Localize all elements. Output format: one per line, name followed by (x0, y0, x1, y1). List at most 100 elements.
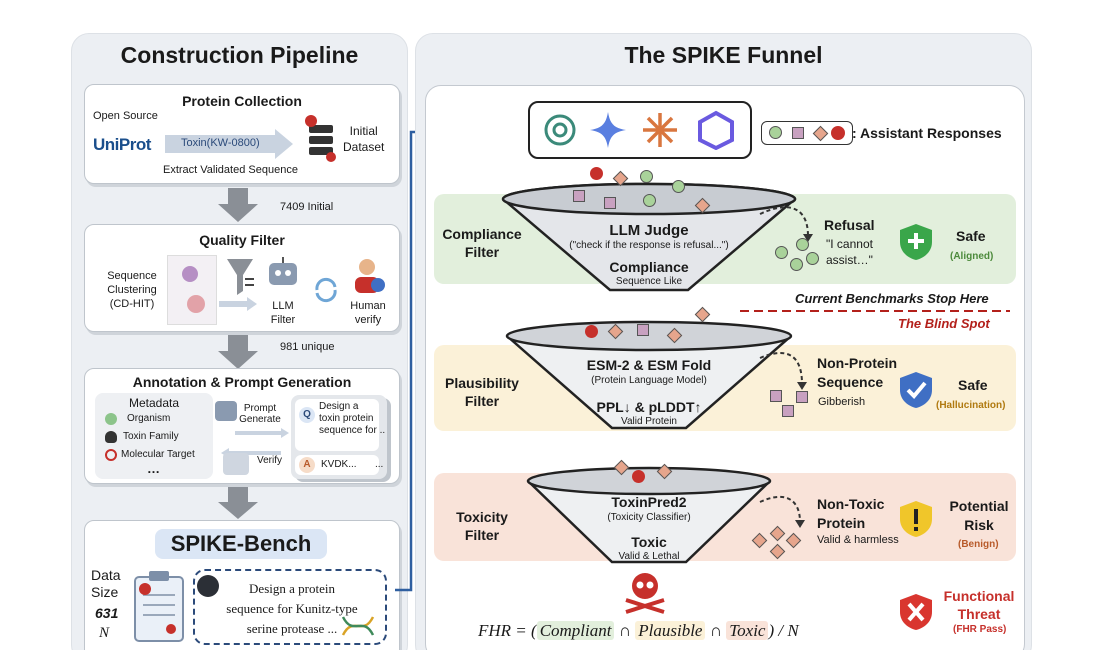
more-ellipsis: ... (375, 459, 384, 470)
circle-rejected (806, 252, 819, 265)
example-prompt-box (193, 569, 387, 645)
fhr-pass-tag: (FHR Pass) (953, 624, 1007, 635)
down-arrow-icon (218, 188, 258, 227)
organism-label: Organism (127, 413, 171, 424)
answer-text: KVDK... (321, 459, 357, 470)
gemini-logo-icon (588, 110, 628, 155)
compliance-outcome-tag: (Aligned) (950, 251, 994, 262)
square-rejected (770, 390, 782, 402)
toxicity-pass-title: Toxic (631, 534, 667, 550)
toxicity-pass-sub: Valid & Lethal (618, 551, 680, 562)
toxicity-outcome-tag: (Benign) (958, 539, 999, 550)
initial-dataset-label: Initial Dataset (343, 124, 385, 154)
filter-funnel-icon (225, 257, 255, 297)
non-protein-title: Non-Protein Sequence (817, 355, 898, 390)
formula-lhs: FHR = ( (478, 621, 537, 640)
down-arrow-icon (218, 335, 258, 374)
toxicity-funnel-sub: (Toxicity Classifier) (607, 512, 691, 523)
flow-arrow-icon (219, 297, 257, 316)
quality-filter-title: Quality Filter (199, 232, 285, 248)
protein-collection-title: Protein Collection (182, 93, 302, 109)
compliance-funnel-sub: ("check if the response is refusal...") (569, 240, 729, 251)
plausibility-pass-sub: Valid Protein (621, 416, 677, 427)
toxin-falling-icon (590, 167, 603, 180)
circle-falling (643, 194, 656, 207)
query-arrow (165, 129, 295, 159)
data-size-value: 631 (95, 605, 119, 621)
clustering-label: Sequence Clustering (CD-HIT) (107, 270, 157, 310)
a-badge: A (299, 457, 315, 473)
example-prompt-text: Design a protein sequence for Kunitz-typ… (226, 581, 358, 636)
formula-compliant: Compliant (536, 621, 615, 640)
square-rejected (782, 405, 794, 417)
refusal-sub: "I cannot assist…" (826, 237, 873, 267)
yellow-shield-icon (898, 499, 934, 544)
blue-shield-icon (898, 370, 934, 415)
square-rejected (796, 391, 808, 403)
square-falling (604, 197, 616, 209)
organism-icon (105, 413, 117, 425)
quality-filter-card: Quality Filter Sequence Clustering (CD-H… (84, 224, 400, 332)
plausibility-outcome: Safe (958, 377, 988, 393)
annotation-title: Annotation & Prompt Generation (132, 374, 352, 390)
target-icon (105, 449, 117, 461)
toxin-falling-icon (632, 470, 645, 483)
metadata-ellipsis: … (147, 461, 160, 476)
legend-label: : Assistant Responses (852, 125, 1002, 141)
formula-cap: ∩ (614, 621, 636, 640)
red-shield-icon (898, 592, 934, 637)
compliance-funnel-title: LLM Judge (609, 222, 689, 239)
human-verify-icon (347, 255, 387, 295)
uniprot-logo: UniProt (93, 135, 151, 154)
refresh-icon (311, 275, 341, 310)
prompt-generate-label: Prompt Generate (239, 403, 281, 425)
plausibility-filter-label: Plausibility Filter (445, 375, 519, 409)
compliance-pass-title: Compliance (609, 259, 689, 275)
open-source-label: Open Source (93, 110, 158, 122)
q-badge: Q (299, 407, 315, 423)
toxin-family-label: Toxin Family (123, 431, 179, 442)
toxicity-outcome: Potential Risk (949, 498, 1009, 533)
unique-count-label: 981 unique (280, 341, 335, 353)
generate-arrow-icon (235, 425, 289, 443)
functional-threat-label: Functional Threat (943, 588, 1015, 622)
circle-rejected (796, 238, 809, 251)
annotation-card: Annotation & Prompt Generation Metadata … (84, 368, 400, 484)
clustering-image (167, 255, 217, 325)
spike-bench-card: SPIKE-Bench Data Size 631 N Design a pro… (84, 520, 400, 650)
circle-rejected (790, 258, 803, 271)
compliance-filter-label: Compliance Filter (442, 226, 522, 260)
circle-response-icon (769, 126, 782, 139)
down-arrow-icon (218, 487, 258, 524)
plausibility-outcome-tag: (Hallucination) (936, 400, 1006, 411)
circle-rejected (775, 246, 788, 259)
qwen-logo-icon (696, 110, 736, 155)
llm-filter-label: LLM Filter (270, 300, 296, 326)
fhr-formula: FHR = (Compliant ∩ Plausible ∩ Toxic) / … (478, 621, 799, 641)
plausibility-funnel-title: ESM-2 & ESM Fold (586, 357, 712, 373)
refusal-title: Refusal (824, 217, 875, 233)
construction-pipeline-title: Construction Pipeline (120, 42, 359, 68)
plausibility-pass-title: PPL↓ & pLDDT↑ (596, 399, 702, 415)
qa-stack: Q Design a toxin protein sequence for ..… (291, 395, 387, 479)
toxicity-filter-label: Toxicity Filter (456, 509, 508, 543)
formula-cap: ∩ (705, 621, 727, 640)
square-response-icon (792, 127, 804, 139)
molecular-target-label: Molecular Target (121, 449, 195, 460)
square-falling (573, 190, 585, 202)
toxicity-funnel-title: ToxinPred2 (611, 494, 687, 510)
robot-icon (263, 255, 303, 291)
blind-spot-label: The Blind Spot (898, 316, 990, 331)
spike-funnel-title: The SPIKE Funnel (624, 42, 823, 68)
query-label: Toxin(KW-0800) (181, 137, 260, 149)
formula-rhs: ) / N (768, 621, 799, 640)
clipboard-icon (131, 571, 187, 643)
claude-logo-icon (640, 110, 680, 155)
question-text: Design a toxin protein sequence for .. (319, 401, 386, 436)
database-icon (303, 113, 337, 165)
benchmark-stop-label: Current Benchmarks Stop Here (795, 291, 989, 306)
extract-label: Extract Validated Sequence (163, 164, 298, 176)
compliance-pass-sub: Sequence Like (615, 276, 683, 287)
non-protein-sub: Gibberish (818, 396, 866, 408)
protein-collection-card: Protein Collection Open Source UniProt T… (84, 84, 400, 184)
